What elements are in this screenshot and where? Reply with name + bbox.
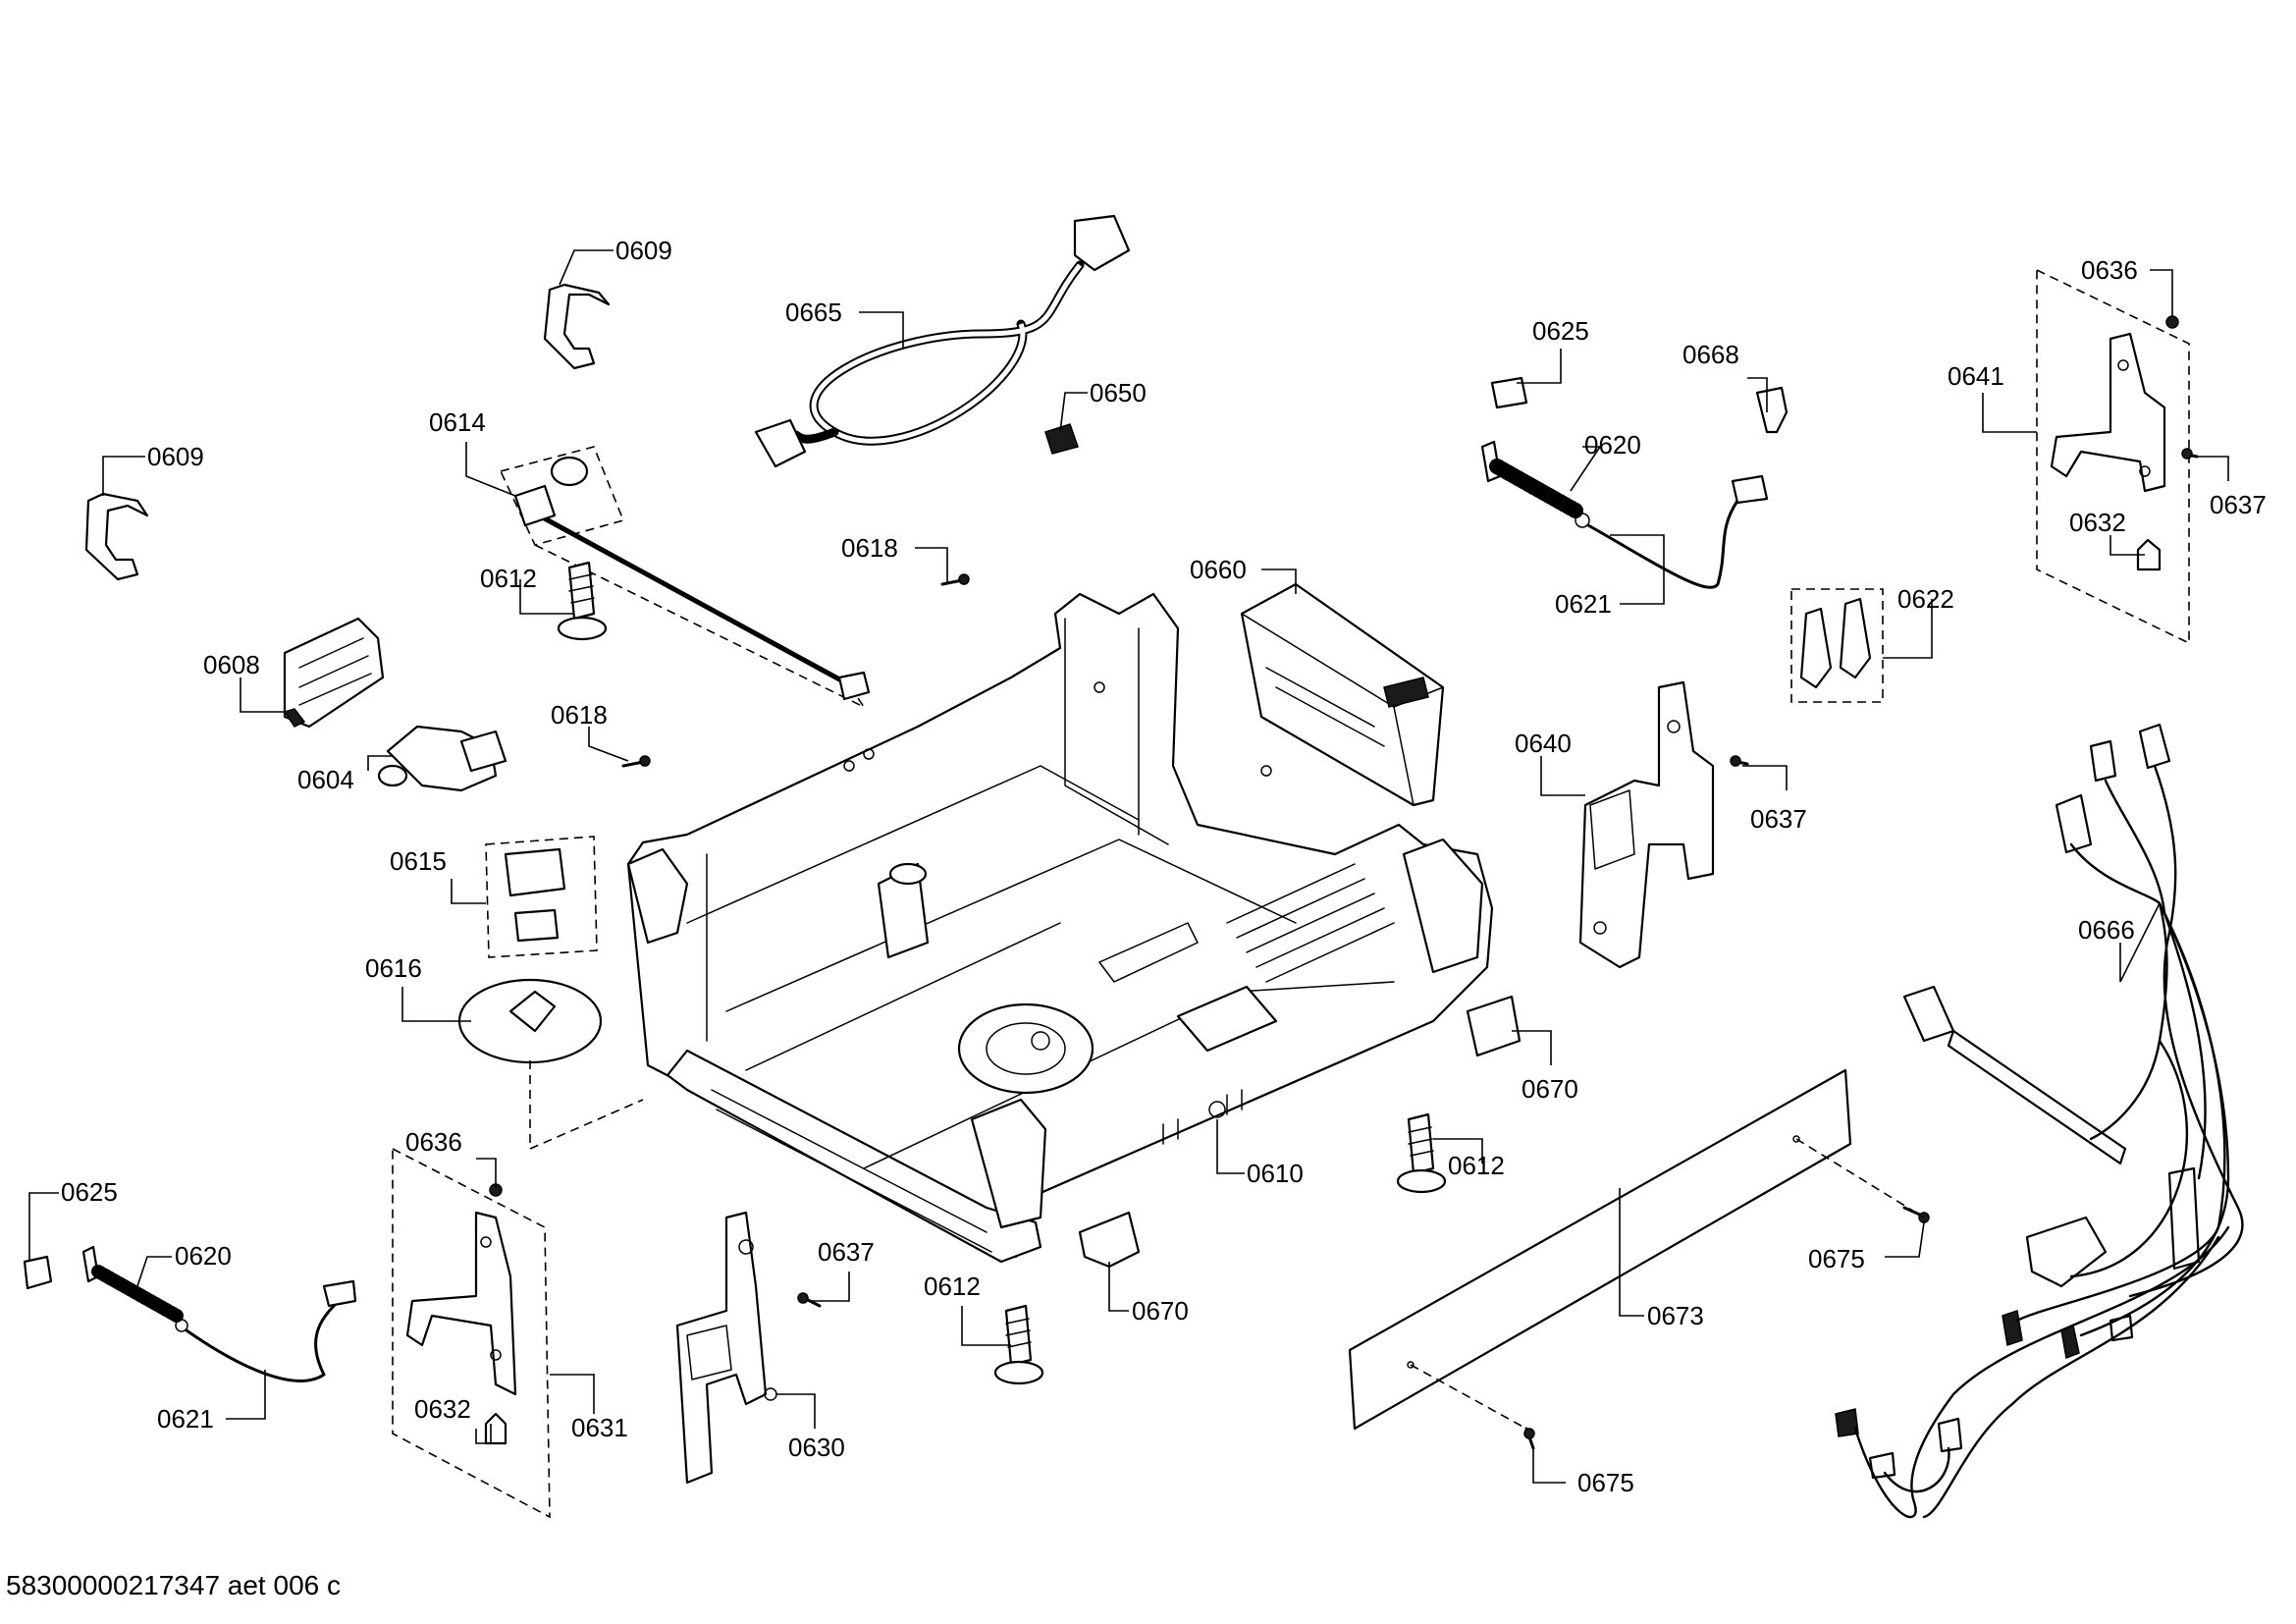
label-0650: 0650 (1090, 378, 1147, 407)
label-0612-upper: 0612 (480, 564, 537, 593)
hinge-0630-drawing (675, 1211, 777, 1485)
clip-0650-drawing (1044, 423, 1079, 455)
label-0625-right: 0625 (1532, 316, 1589, 346)
power-cable-0665-drawing (754, 214, 1131, 468)
guide-line-0673-right (1795, 1138, 1925, 1218)
label-0610: 0610 (1247, 1159, 1304, 1188)
label-0675-right: 0675 (1808, 1244, 1865, 1273)
label-0604: 0604 (297, 765, 354, 794)
label-0630: 0630 (788, 1433, 845, 1462)
label-0665: 0665 (785, 298, 842, 327)
label-0636-left: 0636 (405, 1127, 462, 1157)
part-number-labels: 0609 0609 0665 0650 0614 0612 0618 0608 … (61, 236, 2267, 1497)
label-0608: 0608 (203, 650, 260, 679)
bracket-0670-right-drawing (1466, 995, 1522, 1057)
label-0620-right: 0620 (1584, 430, 1641, 460)
valve-0604-drawing (377, 725, 507, 792)
label-0621-left: 0621 (157, 1404, 214, 1434)
clip-0625-left-drawing (23, 1255, 53, 1290)
spring-0620-right-drawing (1480, 440, 1590, 528)
cable-0621-right-drawing (1586, 474, 1769, 589)
hinge-plate-0608-drawing (283, 617, 385, 729)
screw-0675-lower-drawing (1523, 1427, 1535, 1450)
leader-lines (28, 249, 2229, 1484)
latch-kit-0622-drawing (1790, 588, 1884, 703)
hinge-assembly-0641-drawing (2036, 268, 2190, 645)
label-0666: 0666 (2078, 915, 2135, 945)
guide-line-0673-left (1410, 1364, 1527, 1430)
hinge-assembly-0631-drawing (392, 1147, 551, 1519)
screw-0618-lower-drawing (621, 755, 651, 768)
label-0621-right: 0621 (1555, 589, 1612, 619)
bracket-0609-upper-drawing (543, 283, 611, 370)
label-0637-upper-right: 0637 (2210, 490, 2267, 519)
label-0637-center: 0637 (818, 1237, 875, 1267)
label-0631: 0631 (571, 1413, 628, 1442)
label-0670-right: 0670 (1522, 1074, 1578, 1104)
label-0612-right: 0612 (1448, 1151, 1505, 1180)
drawing-reference-footer: 58300000217347 aet 006 c (6, 1570, 341, 1600)
spring-0620-left-drawing (81, 1245, 188, 1332)
foot-0612-bottom-drawing (993, 1304, 1044, 1385)
label-0615: 0615 (390, 846, 447, 876)
label-0660: 0660 (1190, 555, 1247, 584)
screw-0637-center-drawing (797, 1292, 822, 1308)
label-0612-bottom: 0612 (924, 1272, 981, 1301)
sensor-0668-drawing (1755, 386, 1789, 434)
screw-0618-upper-drawing (940, 573, 970, 586)
label-0620-left: 0620 (175, 1241, 232, 1271)
clip-0625-right-drawing (1490, 376, 1528, 409)
label-0618-upper: 0618 (841, 533, 898, 563)
label-0625-left: 0625 (61, 1177, 118, 1207)
foot-0612-upper-drawing (557, 561, 608, 641)
label-0641: 0641 (1948, 361, 2004, 391)
label-0673: 0673 (1647, 1301, 1704, 1330)
label-0609-upper: 0609 (615, 236, 672, 265)
label-0616: 0616 (365, 953, 422, 983)
label-0622: 0622 (1897, 584, 1954, 614)
control-module-0660-drawing (1240, 582, 1445, 807)
label-0670-center: 0670 (1132, 1296, 1189, 1326)
connector-kit-0615-drawing (485, 836, 598, 958)
label-0609-left: 0609 (147, 442, 204, 471)
bracket-0670-center-drawing (1078, 1211, 1141, 1269)
bracket-0609-left-drawing (84, 492, 149, 581)
label-0632-right: 0632 (2069, 508, 2126, 537)
disc-0616-drawing (457, 978, 644, 1151)
base-tub-drawing (626, 592, 1494, 1264)
foot-0612-right-drawing (1396, 1112, 1447, 1194)
label-0640: 0640 (1515, 729, 1572, 758)
drain-rod-0614-drawing (499, 446, 871, 710)
screw-0637-right-drawing (1730, 755, 1749, 767)
label-0675-lower: 0675 (1577, 1468, 1634, 1497)
wiring-harness-0666-drawing (1835, 723, 2244, 1519)
hinge-0640-drawing (1578, 680, 1715, 969)
cable-0621-left-drawing (185, 1279, 357, 1382)
label-0632-left: 0632 (414, 1394, 471, 1424)
plinth-0673-drawing (1348, 1068, 1852, 1431)
label-0668: 0668 (1682, 340, 1739, 369)
label-0636-right: 0636 (2081, 255, 2138, 285)
label-0637-right: 0637 (1750, 804, 1807, 834)
screw-0675-right-drawing (1902, 1206, 1930, 1223)
screw-0636-right-drawing (2165, 315, 2179, 329)
label-0618-lower: 0618 (551, 700, 608, 730)
label-0614: 0614 (429, 407, 486, 437)
